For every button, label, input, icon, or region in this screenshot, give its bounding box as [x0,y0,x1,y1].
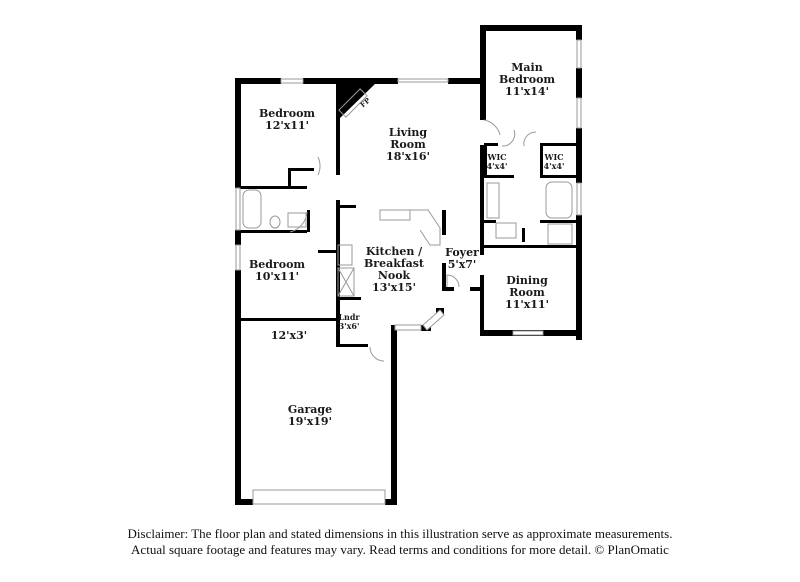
room-name: Room [509,286,545,299]
room-dims: 11'x11' [505,298,549,311]
room-wic-2: WIC 4'x4' [544,153,565,171]
room-name: Breakfast [364,257,424,270]
room-dims: 10'x11' [255,270,299,283]
room-dims: 4'x4' [543,161,565,171]
room-dims: 18'x16' [386,150,430,163]
room-name: Bedroom [258,107,316,120]
walls [235,25,582,505]
room-garage: Garage 19'x19' [288,404,332,428]
room-dims: 13'x15' [372,281,416,294]
room-name: Lndr [338,312,360,322]
room-dims: 11'x14' [505,85,549,98]
room-dining-room: Dining Room 11'x11' [505,275,549,311]
room-name: Dining [506,274,548,287]
room-dims: 5'x7' [447,258,477,271]
room-dims: 4'x4' [486,161,508,171]
room-dims: 3'x6' [338,321,360,331]
room-name: Foyer [445,246,479,259]
room-name: Living [388,126,428,139]
disclaimer-line-1: Disclaimer: The floor plan and stated di… [127,526,673,541]
room-name: Bedroom [498,73,556,86]
room-name: Nook [377,269,411,282]
disclaimer: Disclaimer: The floor plan and stated di… [0,526,800,558]
room-laundry: Lndr 3'x6' [338,313,359,331]
room-dims: 12'x11' [265,119,309,132]
room-bedroom-2: Bedroom 10'x11' [249,259,305,283]
room-name: Room [390,138,426,151]
room-name: WIC [544,152,564,162]
room-name: Bedroom [248,258,306,271]
room-living-room: Living Room 18'x16' [386,127,430,163]
room-kitchen: Kitchen / Breakfast Nook 13'x15' [364,246,424,294]
room-name: Main [511,61,543,74]
room-foyer: Foyer 5'x7' [445,247,479,271]
fixtures [242,88,573,362]
disclaimer-line-2: Actual square footage and features may v… [131,542,669,557]
room-storage: 12'x3' [271,330,307,342]
room-name: Garage [287,403,333,416]
room-bedroom-1: Bedroom 12'x11' [259,108,315,132]
room-dims: 19'x19' [288,415,332,428]
room-dims: 12'x3' [270,329,308,342]
room-main-bedroom: Main Bedroom 11'x14' [499,62,555,98]
room-name: Kitchen / [365,245,423,258]
room-wic-1: WIC 4'x4' [487,153,508,171]
windows [235,39,582,505]
room-name: WIC [487,152,507,162]
